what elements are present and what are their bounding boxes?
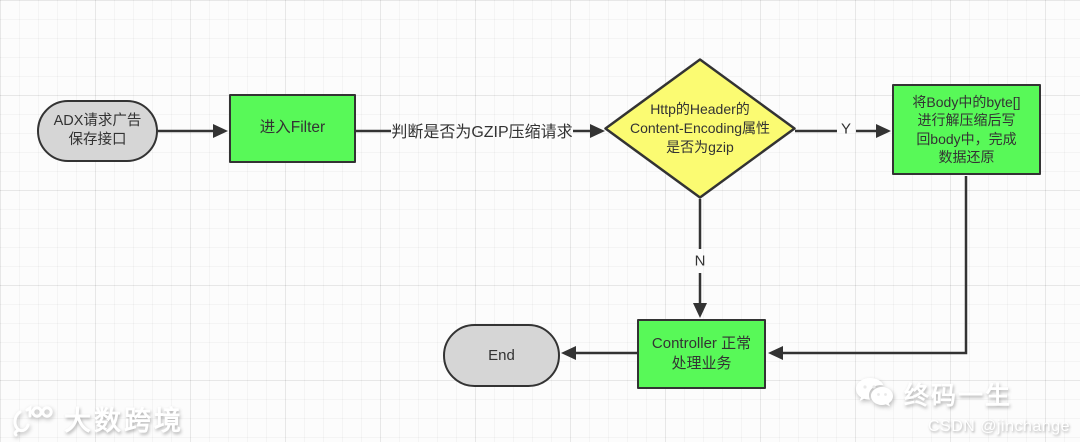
decision-label-line3: 是否为gzip — [666, 138, 734, 155]
arrowhead-into-decompress — [876, 124, 891, 138]
edge-label-gzip-check: 判断是否为GZIP压缩请求 — [391, 124, 573, 141]
controller-label-line2: 处理业务 — [671, 355, 732, 372]
decompress-label-line2: 进行解压缩后写 — [917, 112, 1016, 129]
decision-label-line2: Content-Encoding属性 — [629, 120, 771, 137]
controller-label-line1: Controller 正常 — [651, 335, 752, 353]
csdn-credit-text: CSDN @jinchange — [927, 418, 1070, 435]
edge-label-yes: Y — [840, 120, 852, 138]
watermark-bottom-left: 大数跨境 — [10, 399, 184, 438]
watermark-bottom-right-text: 终码一生 — [903, 382, 1012, 410]
controller-node: Controller 正常 处理业务 — [637, 319, 766, 389]
edge-decompress-to-controller — [783, 176, 968, 355]
decision-diamond-shape — [604, 58, 796, 199]
decompress-label-line3: 回body中，完成 — [916, 130, 1017, 147]
decompress-label-line1: 将Body中的byte[] — [912, 93, 1021, 110]
arrowhead-into-controller-right — [768, 346, 783, 360]
decompress-node: 将Body中的byte[] 进行解压缩后写 回body中，完成 数据还原 — [892, 84, 1041, 175]
decision-label-line1: Http的Header的 — [650, 101, 750, 118]
end-node: End — [443, 324, 560, 387]
decompress-label-line4: 数据还原 — [938, 148, 995, 165]
arrowhead-into-end — [561, 346, 576, 360]
decision-node: Http的Header的 Content-Encoding属性 是否为gzip — [603, 57, 797, 200]
watermark-csdn-credit: CSDN @jinchange — [928, 418, 1070, 436]
watermark-bottom-right: 终码一生 — [854, 376, 1012, 412]
arrowhead-into-controller-top — [693, 303, 707, 318]
edge-label-no: N — [694, 252, 706, 270]
start-node-label-line1: ADX请求广告 — [53, 112, 142, 129]
filter-node: 进入Filter — [229, 94, 356, 163]
wechat-icon — [855, 378, 893, 407]
filter-node-label: 进入Filter — [259, 119, 326, 137]
start-node: ADX请求广告 保存接口 — [37, 100, 158, 162]
watermark-bottom-left-text: 大数跨境 — [64, 406, 184, 436]
brand-logo-icon — [13, 404, 53, 436]
start-node-label-line2: 保存接口 — [68, 132, 127, 148]
decision-node-label: Http的Header的 Content-Encoding属性 是否为gzip — [630, 100, 770, 157]
arrowhead-into-filter — [213, 124, 228, 138]
end-node-label: End — [488, 346, 515, 364]
